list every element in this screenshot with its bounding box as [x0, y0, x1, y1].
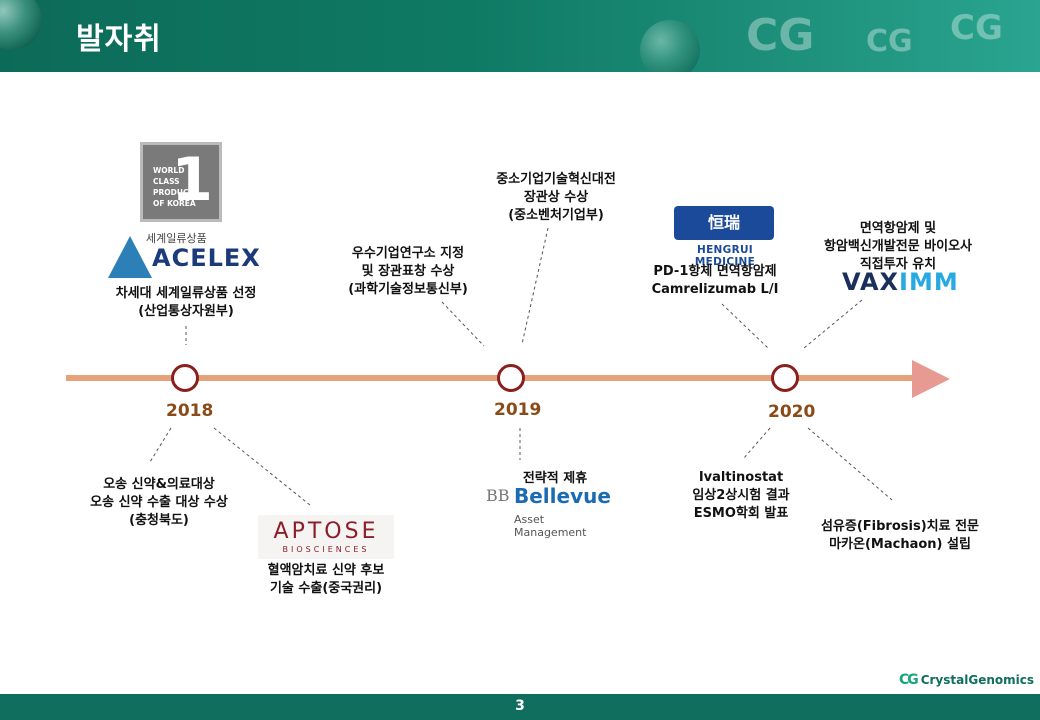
event-line: 기술 수출(중국권리): [269, 581, 383, 596]
event-line: 직접투자 유치: [859, 257, 937, 272]
footer-brand: CG CrystalGenomics: [899, 672, 1034, 688]
event-2020-below-2: 섬유증(Fibrosis)치료 전문 마카온(Machaon) 설립: [808, 518, 992, 554]
event-line: 임상2상시험 결과: [692, 488, 790, 503]
event-line: 및 장관표창 수상: [361, 264, 455, 279]
bellevue-mark: BB: [486, 486, 510, 505]
event-line: 혈액암치료 신약 후보: [267, 563, 385, 578]
year-label: 2018: [166, 401, 214, 421]
timeline-line: [66, 375, 918, 381]
bellevue-sub: Asset Management: [514, 513, 587, 539]
event-line: PD-1항체 면역항암제: [653, 264, 777, 279]
event-line: (과학기술정보통신부): [348, 282, 468, 297]
event-line: 우수기업연구소 지정: [351, 246, 465, 261]
aptose-name: APTOSE: [273, 519, 379, 544]
event-2020-above-2: 면역항암제 및 항암백신개발전문 바이오사 직접투자 유치: [806, 220, 990, 274]
logo-text: WORLD: [153, 166, 185, 175]
event-2018-below-2: 혈액암치료 신약 후보 기술 수출(중국권리): [246, 562, 406, 598]
hengrui-logo: 恒瑞 HENGRUI MEDICINE: [670, 206, 780, 268]
event-2019-above-2: 중소기업기술혁신대전 장관상 수상 (중소벤처기업부): [476, 171, 636, 225]
page-title: 발자취: [76, 22, 162, 57]
decorative-cg-logo: CG: [950, 8, 1003, 48]
vaximm-part1: VAX: [842, 268, 900, 296]
event-line: 오송 신약&의료대상: [103, 477, 215, 492]
event-line: Ivaltinostat: [698, 470, 784, 485]
logo-text: OF KOREA: [153, 199, 196, 208]
logo-digit: 1: [171, 145, 213, 215]
vaximm-part2: IMM: [899, 268, 959, 296]
event-2019-below: 전략적 제휴: [500, 470, 610, 488]
logo-text: PRODUCT: [153, 188, 194, 197]
bellevue-logo: BB Bellevue Asset Management: [486, 484, 616, 539]
brand-name: CrystalGenomics: [920, 673, 1034, 687]
decorative-cg-logo: CG: [746, 10, 815, 61]
event-line: 오송 신약 수출 대상 수상: [90, 495, 228, 510]
bellevue-name: Bellevue: [514, 484, 611, 508]
event-line: 중소기업기술혁신대전: [496, 172, 616, 187]
brand-logo-icon: CG: [898, 672, 919, 688]
timeline-node-2018: [171, 364, 199, 392]
event-line: (중소벤처기업부): [508, 208, 604, 223]
footer-bar: 3: [0, 694, 1040, 720]
event-2018-above: 차세대 세계일류상품 선정 (산업통상자원부): [96, 285, 276, 321]
vaximm-logo: VAXIMM: [842, 268, 959, 296]
header-banner: CG CG CG 발자취: [0, 0, 1040, 72]
event-line: (산업통상자원부): [138, 304, 234, 319]
event-line: 항암백신개발전문 바이오사: [823, 239, 973, 254]
decorative-cg-logo: CG: [866, 24, 913, 59]
timeline-arrowhead: [912, 360, 950, 398]
event-2018-below-1: 오송 신약&의료대상 오송 신약 수출 대상 수상 (충청북도): [74, 476, 244, 530]
year-label: 2019: [494, 400, 542, 420]
event-line: 섬유증(Fibrosis)치료 전문: [820, 519, 980, 534]
acelex-name: ACELEX: [152, 244, 261, 272]
hengrui-mark: 恒瑞: [674, 206, 774, 240]
event-2020-above-1: PD-1항체 면역항암제 Camrelizumab L/I: [640, 263, 790, 299]
timeline-node-2020: [771, 364, 799, 392]
event-line: ESMO학회 발표: [693, 506, 789, 521]
aptose-sub: BIOSCIENCES: [282, 545, 370, 554]
decorative-orb: [640, 20, 700, 72]
triangle-icon: [108, 236, 152, 278]
timeline-node-2019: [497, 364, 525, 392]
acelex-sub: 세계일류상품: [146, 232, 207, 245]
event-line: 마카온(Machaon) 설립: [829, 537, 971, 552]
acelex-logo: 세계일류상품 ACELEX: [106, 230, 260, 280]
logo-text: CLASS: [153, 177, 180, 186]
event-2019-above-1: 우수기업연구소 지정 및 장관표창 수상 (과학기술정보통신부): [328, 245, 488, 299]
year-label: 2020: [768, 402, 816, 422]
event-line: 전략적 제휴: [522, 471, 588, 486]
event-line: 면역항암제 및: [859, 221, 937, 236]
event-line: 차세대 세계일류상품 선정: [115, 286, 257, 301]
aptose-logo: APTOSE BIOSCIENCES: [258, 515, 394, 559]
event-line: 장관상 수상: [523, 190, 589, 205]
hengrui-name: HENGRUI MEDICINE: [694, 244, 756, 268]
event-line: Camrelizumab L/I: [651, 282, 779, 297]
event-2020-below-1: Ivaltinostat 임상2상시험 결과 ESMO학회 발표: [676, 469, 806, 523]
world-class-product-logo: WORLD CLASS PRODUCT OF KOREA 1: [140, 142, 222, 222]
page-number: 3: [515, 698, 525, 714]
event-line: (충청북도): [129, 513, 189, 528]
